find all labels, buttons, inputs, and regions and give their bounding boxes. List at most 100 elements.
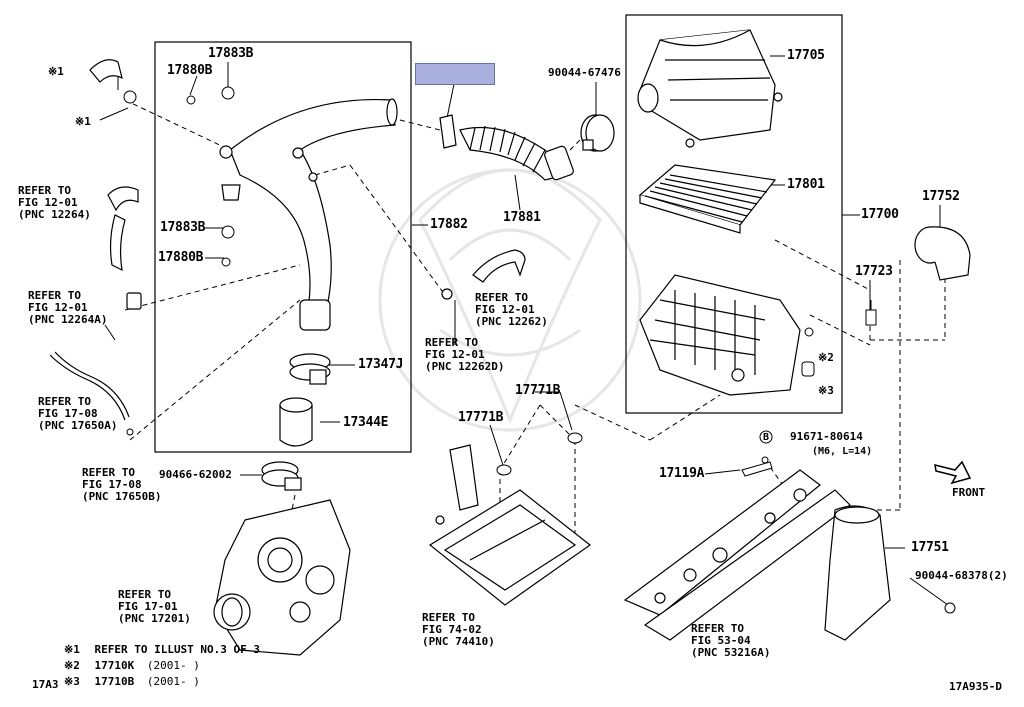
part-90044-67476-clamp <box>580 114 615 152</box>
mark-3: ※3 <box>818 384 834 397</box>
label-17880B-top[interactable]: 17880B <box>167 63 213 78</box>
part-17801-filter <box>638 164 777 234</box>
part-90044-68378-bolt <box>944 602 956 614</box>
label-17751[interactable]: 17751 <box>911 540 949 555</box>
small-fasteners-17882 <box>186 86 235 267</box>
ref-12264A-line1: REFER TO <box>28 289 81 302</box>
legend-row-2: ※2 17710K (2001- ) <box>64 659 200 672</box>
ref-12262[interactable]: REFER TO FIG 12-01 (PNC 12262) <box>475 291 548 329</box>
label-17347J[interactable]: 17347J <box>358 357 404 372</box>
ref-17650B-line3: (PNC 17650B) <box>82 490 162 504</box>
ref-17650A-line3: (PNC 17650A) <box>38 419 118 433</box>
label-17883B-mid[interactable]: 17883B <box>160 220 206 235</box>
ref-17650A-line1: REFER TO <box>38 395 91 408</box>
label-91671-80614[interactable]: 91671-80614 <box>790 430 863 443</box>
ref-17201-line3: (PNC 17201) <box>118 612 191 626</box>
ref-17201-line1: REFER TO <box>118 588 171 601</box>
bolt-b-marker: B <box>763 432 770 443</box>
label-17771B-b[interactable]: 17771B <box>458 410 504 425</box>
ref-12262-line1: REFER TO <box>475 291 528 304</box>
legend-mark-2: ※2 <box>64 659 80 672</box>
label-91671-spec: (M6, L=14) <box>812 446 873 457</box>
ref-17650B[interactable]: REFER TO FIG 17-08 (PNC 17650B) <box>82 466 162 504</box>
label-17771B-a[interactable]: 17771B <box>515 383 561 398</box>
legend-row-3: ※3 17710B (2001- ) <box>64 675 200 688</box>
ref-12264A-line2: FIG 12-01 <box>28 301 88 315</box>
label-90044-68378[interactable]: 90044-68378(2) <box>915 569 1008 582</box>
ref-12262D-line3: (PNC 12262D) <box>425 360 505 374</box>
part-12262-hose <box>441 249 526 300</box>
part-17751-duct <box>824 505 891 641</box>
label-17723[interactable]: 17723 <box>855 264 893 279</box>
mark-2: ※2 <box>818 351 834 364</box>
ref-53216A-line2: FIG 53-04 <box>691 634 751 648</box>
label-17801[interactable]: 17801 <box>787 177 825 192</box>
ref-74410-line2: FIG 74-02 <box>422 623 482 637</box>
label-diagram-code: 17A935-D <box>949 680 1002 693</box>
label-90466-62002[interactable]: 90466-62002 <box>159 468 232 481</box>
part-17771B-rubbers <box>496 432 583 476</box>
label-90044-67476[interactable]: 90044-67476 <box>548 66 621 79</box>
ref-17201[interactable]: REFER TO FIG 17-01 (PNC 17201) <box>118 588 191 626</box>
part-17344E-hose <box>279 397 313 447</box>
mark-1-a: ※1 <box>48 65 64 78</box>
legend-range-2: (2001- ) <box>146 659 200 672</box>
part-17752-duct <box>914 226 971 281</box>
ref-12262D-line2: FIG 12-01 <box>425 348 485 362</box>
small-clips-left <box>123 90 137 436</box>
ref-12264[interactable]: REFER TO FIG 12-01 (PNC 12264) <box>18 184 91 222</box>
ref-17650A-line2: FIG 17-08 <box>38 407 98 421</box>
part-90466-clamp <box>261 461 302 491</box>
group-frame-17700 <box>625 14 843 414</box>
label-17752[interactable]: 17752 <box>922 189 960 204</box>
part-17119A-bracket <box>741 456 773 477</box>
label-17880B-mid[interactable]: 17880B <box>158 250 204 265</box>
ref-12262D[interactable]: REFER TO FIG 12-01 (PNC 12262D) <box>425 336 505 374</box>
ref-17650A[interactable]: REFER TO FIG 17-08 (PNC 17650A) <box>38 395 118 433</box>
watermark-emblem <box>378 168 642 432</box>
label-17119A[interactable]: 17119A <box>659 466 705 481</box>
ref-12264-line3: (PNC 12264) <box>18 208 91 222</box>
ref-74410-line3: (PNC 74410) <box>422 635 495 649</box>
legend-text-3: 17710B <box>94 675 135 688</box>
legend-row-1: ※1 REFER TO ILLUST NO.3 OF 3 <box>64 643 260 656</box>
part-turbocharger <box>213 499 351 656</box>
ref-12262-line2: FIG 12-01 <box>475 303 535 317</box>
ref-12264-line2: FIG 12-01 <box>18 196 78 210</box>
ref-12264-line1: REFER TO <box>18 184 71 197</box>
ref-17650B-line2: FIG 17-08 <box>82 478 142 492</box>
legend-text-2: 17710K <box>94 659 135 672</box>
label-page-code: 17A3 <box>32 678 59 691</box>
ref-12264A-line3: (PNC 12264A) <box>28 313 108 327</box>
ref-53216A-line1: REFER TO <box>691 622 744 635</box>
part-17882-pipe <box>219 98 398 331</box>
legend-mark-3: ※3 <box>64 675 80 688</box>
ref-17201-line2: FIG 17-01 <box>118 600 178 614</box>
label-17700[interactable]: 17700 <box>861 207 899 222</box>
part-17723-bolt <box>865 300 877 326</box>
ref-53216A[interactable]: REFER TO FIG 53-04 (PNC 53216A) <box>691 622 770 659</box>
part-air-cleaner-case <box>639 274 801 396</box>
ref-12262-line3: (PNC 12262) <box>475 315 548 329</box>
legend-mark-1: ※1 <box>64 643 80 656</box>
label-17881[interactable]: 17881 <box>503 210 541 225</box>
legend-range-3: (2001- ) <box>146 675 200 688</box>
left-side-hoses <box>49 59 142 421</box>
leader-lines-solid <box>99 55 949 606</box>
part-53216A-support <box>623 469 851 641</box>
part-17881-hose <box>439 114 574 181</box>
ref-12264A[interactable]: REFER TO FIG 12-01 (PNC 12264A) <box>28 289 108 327</box>
label-17705[interactable]: 17705 <box>787 48 825 63</box>
highlight-box[interactable] <box>415 63 495 85</box>
part-74410-bracket <box>428 444 592 606</box>
part-17347J-clamp <box>289 353 331 385</box>
ref-74410[interactable]: REFER TO FIG 74-02 (PNC 74410) <box>422 611 495 649</box>
ref-74410-line1: REFER TO <box>422 611 475 624</box>
front-arrow-icon <box>934 460 972 485</box>
legend-text-1: REFER TO ILLUST NO.3 OF 3 <box>94 643 261 656</box>
label-17344E[interactable]: 17344E <box>343 415 389 430</box>
label-17883B-top[interactable]: 17883B <box>208 46 254 61</box>
label-17882[interactable]: 17882 <box>430 217 468 232</box>
